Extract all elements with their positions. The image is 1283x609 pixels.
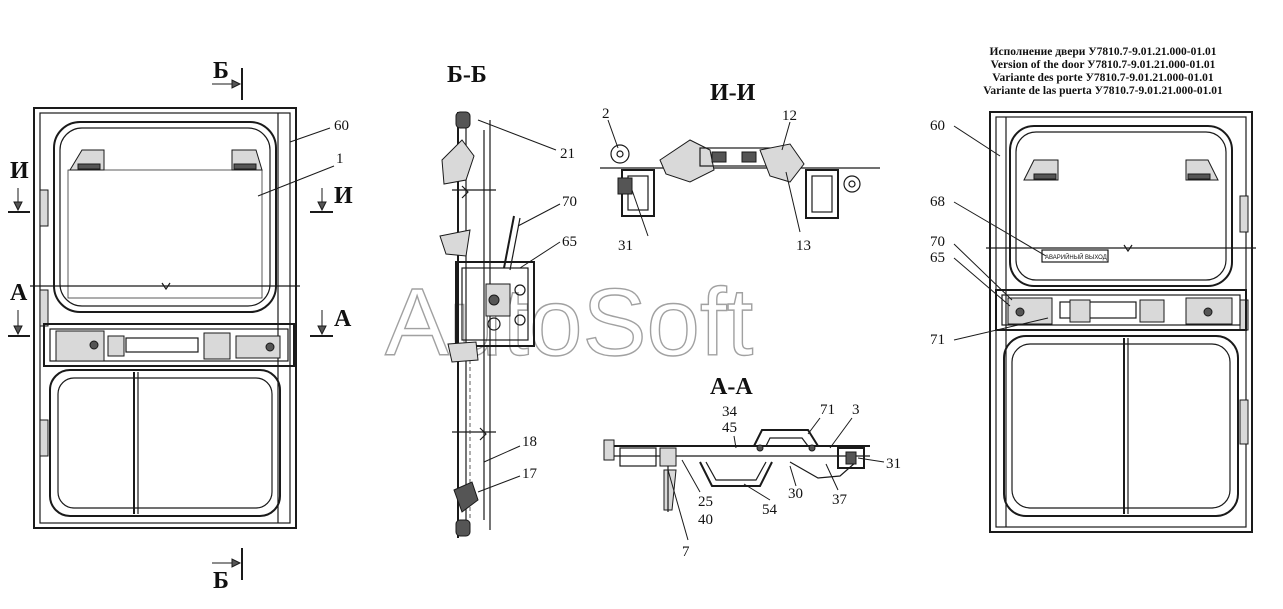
svg-text:3: 3 — [852, 402, 860, 418]
svg-text:60: 60 — [930, 118, 945, 134]
svg-text:АВАРИЙНЫЙ ВЫХОД: АВАРИЙНЫЙ ВЫХОД — [1045, 253, 1107, 261]
svg-text:68: 68 — [930, 194, 945, 210]
svg-text:И: И — [10, 158, 29, 184]
svg-text:Исполнение двери У7810.7-9.01.: Исполнение двери У7810.7-9.01.21.000-01.… — [990, 46, 1217, 58]
svg-text:А: А — [10, 280, 28, 306]
svg-text:40: 40 — [698, 512, 713, 528]
svg-text:54: 54 — [762, 502, 778, 518]
svg-text:7: 7 — [682, 544, 690, 560]
section-ii-callouts: 2 12 31 13 — [602, 106, 811, 254]
section-bb-callouts: 21 70 65 18 17 — [477, 119, 577, 493]
svg-text:12: 12 — [782, 108, 797, 124]
svg-text:2: 2 — [602, 106, 610, 122]
left-door-view — [30, 107, 300, 529]
right-door-callouts: 60 68 70 65 71 — [930, 118, 1049, 348]
svg-text:71: 71 — [820, 402, 835, 418]
svg-text:17: 17 — [522, 466, 538, 482]
svg-text:А-А: А-А — [710, 374, 753, 400]
svg-text:37: 37 — [832, 492, 848, 508]
svg-text:60: 60 — [334, 118, 349, 134]
svg-text:31: 31 — [618, 238, 633, 254]
section-ii: И-И — [600, 80, 880, 219]
right-door-header: Исполнение двери У7810.7-9.01.21.000-01.… — [983, 46, 1223, 97]
svg-text:А: А — [334, 306, 352, 332]
section-marks-left: Б Б И И А А — [8, 58, 353, 594]
svg-text:70: 70 — [562, 194, 577, 210]
section-bb: Б-Б — [439, 62, 535, 538]
watermark: AutoSoft — [385, 269, 753, 376]
svg-text:18: 18 — [522, 434, 537, 450]
svg-text:13: 13 — [796, 238, 811, 254]
svg-text:25: 25 — [698, 494, 713, 510]
svg-text:65: 65 — [562, 234, 577, 250]
left-door-callouts: 60 1 — [257, 118, 349, 197]
svg-text:И-И: И-И — [710, 80, 756, 106]
svg-text:34: 34 — [722, 404, 738, 420]
svg-text:Б-Б: Б-Б — [447, 62, 487, 88]
svg-text:Version of the door У7810.7-9.: Version of the door У7810.7-9.01.21.000-… — [991, 59, 1216, 71]
svg-text:21: 21 — [560, 146, 575, 162]
svg-text:31: 31 — [886, 456, 901, 472]
svg-text:Б: Б — [213, 58, 229, 84]
svg-text:Variante des porte У7810.7-9.0: Variante des porte У7810.7-9.01.21.000-0… — [992, 72, 1214, 84]
section-aa: А-А — [603, 374, 870, 512]
svg-text:Variante de las puerta У7810.7: Variante de las puerta У7810.7-9.01.21.0… — [983, 85, 1223, 97]
svg-text:Б: Б — [213, 568, 229, 594]
section-aa-callouts: 34 45 71 3 31 25 40 54 30 37 7 — [667, 402, 901, 560]
svg-text:30: 30 — [788, 486, 803, 502]
right-door-view: АВАРИЙНЫЙ ВЫХОД — [986, 111, 1256, 533]
svg-text:65: 65 — [930, 250, 945, 266]
svg-text:70: 70 — [930, 234, 945, 250]
svg-text:45: 45 — [722, 420, 737, 436]
svg-text:71: 71 — [930, 332, 945, 348]
svg-text:1: 1 — [336, 151, 344, 167]
svg-text:И: И — [334, 183, 353, 209]
